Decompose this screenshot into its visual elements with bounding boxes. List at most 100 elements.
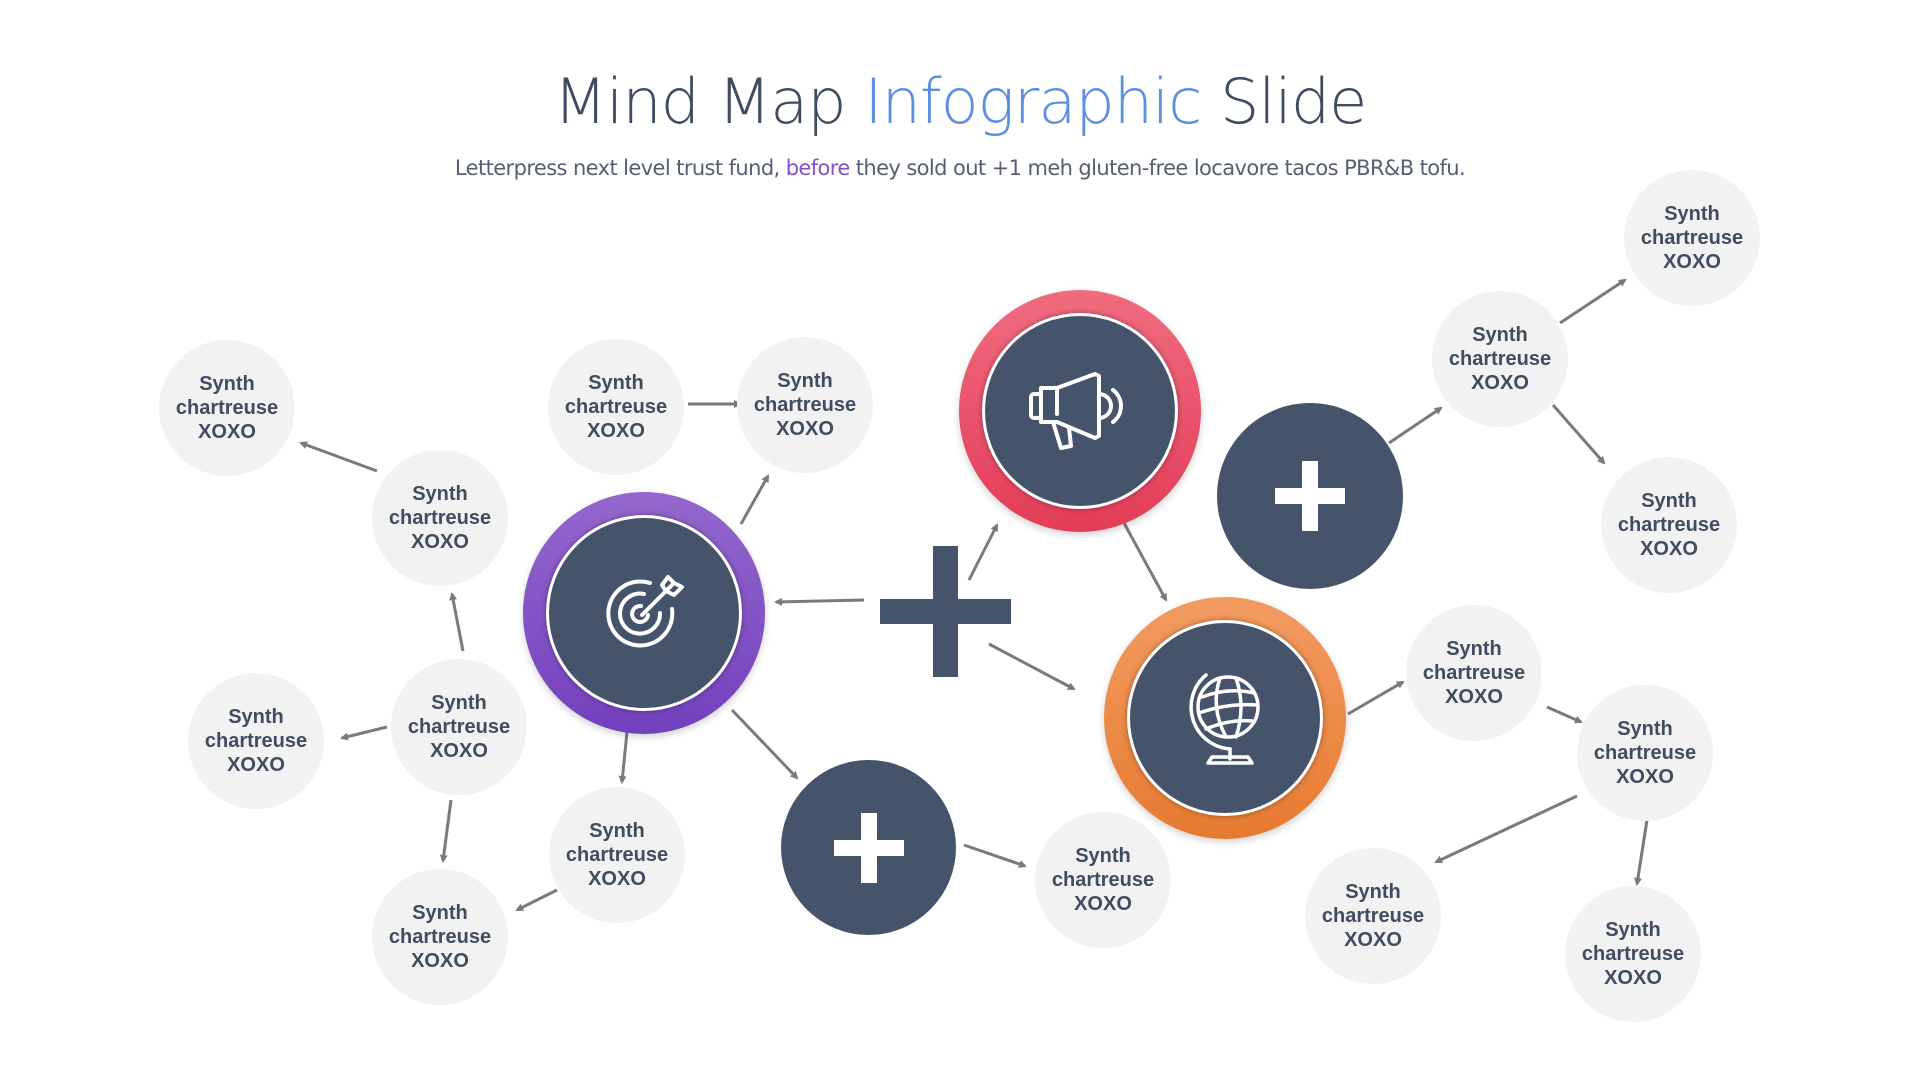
node-line1: Synth [412, 483, 468, 505]
node-line2: chartreuse [1593, 742, 1697, 764]
arrow [1546, 705, 1583, 724]
node-line1: Synth [1472, 324, 1528, 346]
node-line1: Synth [431, 692, 487, 714]
node-line2: chartreuse [564, 396, 668, 418]
node-line3: XOXO [1616, 766, 1674, 788]
node-line1: Synth [1641, 490, 1697, 512]
node-line2: chartreuse [204, 730, 308, 752]
slide-subtitle: Letterpress next level trust fund, befor… [0, 152, 1920, 184]
node-line2: chartreuse [565, 844, 669, 866]
arrow [449, 592, 465, 652]
plus-bottom-button[interactable] [781, 760, 956, 935]
node-line3: XOXO [588, 868, 646, 890]
node-line3: XOXO [430, 740, 488, 762]
node-line3: XOXO [1471, 372, 1529, 394]
arrow [1388, 406, 1443, 445]
node-line3: XOXO [1640, 538, 1698, 560]
node-line1: Synth [1605, 919, 1661, 941]
node-line2: chartreuse [1422, 662, 1526, 684]
arrow [515, 888, 558, 912]
plus-icon [833, 812, 904, 883]
node-line2: chartreuse [407, 716, 511, 738]
node-line2: chartreuse [1051, 869, 1155, 891]
hub-target-inner [546, 515, 742, 711]
node-line2: chartreuse [1321, 905, 1425, 927]
node-line1: Synth [1446, 638, 1502, 660]
node-line1: Synth [1345, 881, 1401, 903]
arrow [963, 843, 1027, 868]
subtitle-part1: Letterpress next level trust fund, [454, 156, 786, 180]
hub-megaphone-inner [982, 313, 1178, 509]
node-line1: Synth [199, 373, 255, 395]
arrow [730, 708, 799, 780]
arrow [1559, 278, 1627, 325]
node-line1: Synth [412, 902, 468, 924]
arrow [1551, 404, 1606, 465]
arrow [1122, 522, 1168, 602]
node-line3: XOXO [1344, 929, 1402, 951]
arrow [1347, 680, 1405, 716]
plus-right-button[interactable] [1217, 403, 1403, 589]
arrow [739, 474, 770, 525]
node-line3: XOXO [1604, 967, 1662, 989]
node-line3: XOXO [776, 418, 834, 440]
target-icon [606, 575, 684, 648]
node-line1: Synth [589, 820, 645, 842]
arrow [439, 799, 453, 863]
node-line1: Synth [228, 706, 284, 728]
plus-center-icon[interactable] [880, 546, 1011, 677]
node-line1: Synth [588, 372, 644, 394]
slide-title: Mind Map Infographic Slide [0, 62, 1920, 142]
node-line2: chartreuse [1448, 348, 1552, 370]
subtitle-part2: they sold out +1 meh gluten-free locavor… [849, 156, 1466, 180]
node-line1: Synth [1075, 845, 1131, 867]
node-line3: XOXO [1074, 893, 1132, 915]
node-line1: Synth [1617, 718, 1673, 740]
arrow [340, 725, 388, 741]
node-line3: XOXO [227, 754, 285, 776]
arrow [1434, 794, 1578, 864]
node-line1: Synth [777, 370, 833, 392]
node-line3: XOXO [1663, 251, 1721, 273]
node-line2: chartreuse [175, 397, 279, 419]
megaphone-icon [1029, 372, 1123, 450]
hub-target[interactable] [523, 492, 765, 734]
globe-icon [1189, 673, 1260, 765]
node-line3: XOXO [411, 950, 469, 972]
title-part1: Mind Map [553, 65, 865, 138]
node-line1: Synth [1664, 203, 1720, 225]
title-part2: Slide [1201, 65, 1367, 138]
arrow [299, 441, 378, 473]
hub-globe[interactable] [1104, 597, 1346, 839]
hub-globe-inner [1127, 620, 1323, 816]
plus-horizontal-bar [880, 599, 1011, 624]
node-line2: chartreuse [1581, 943, 1685, 965]
plus-icon [1275, 461, 1345, 531]
hub-megaphone[interactable] [959, 290, 1201, 532]
node-line3: XOXO [198, 421, 256, 443]
node-line3: XOXO [411, 531, 469, 553]
node-line3: XOXO [1445, 686, 1503, 708]
arrow [1633, 819, 1649, 886]
arrow [618, 731, 629, 784]
node-line2: chartreuse [388, 926, 492, 948]
arrow [774, 597, 865, 606]
node-line2: chartreuse [1640, 227, 1744, 249]
title-accent: Infographic [864, 65, 1202, 138]
